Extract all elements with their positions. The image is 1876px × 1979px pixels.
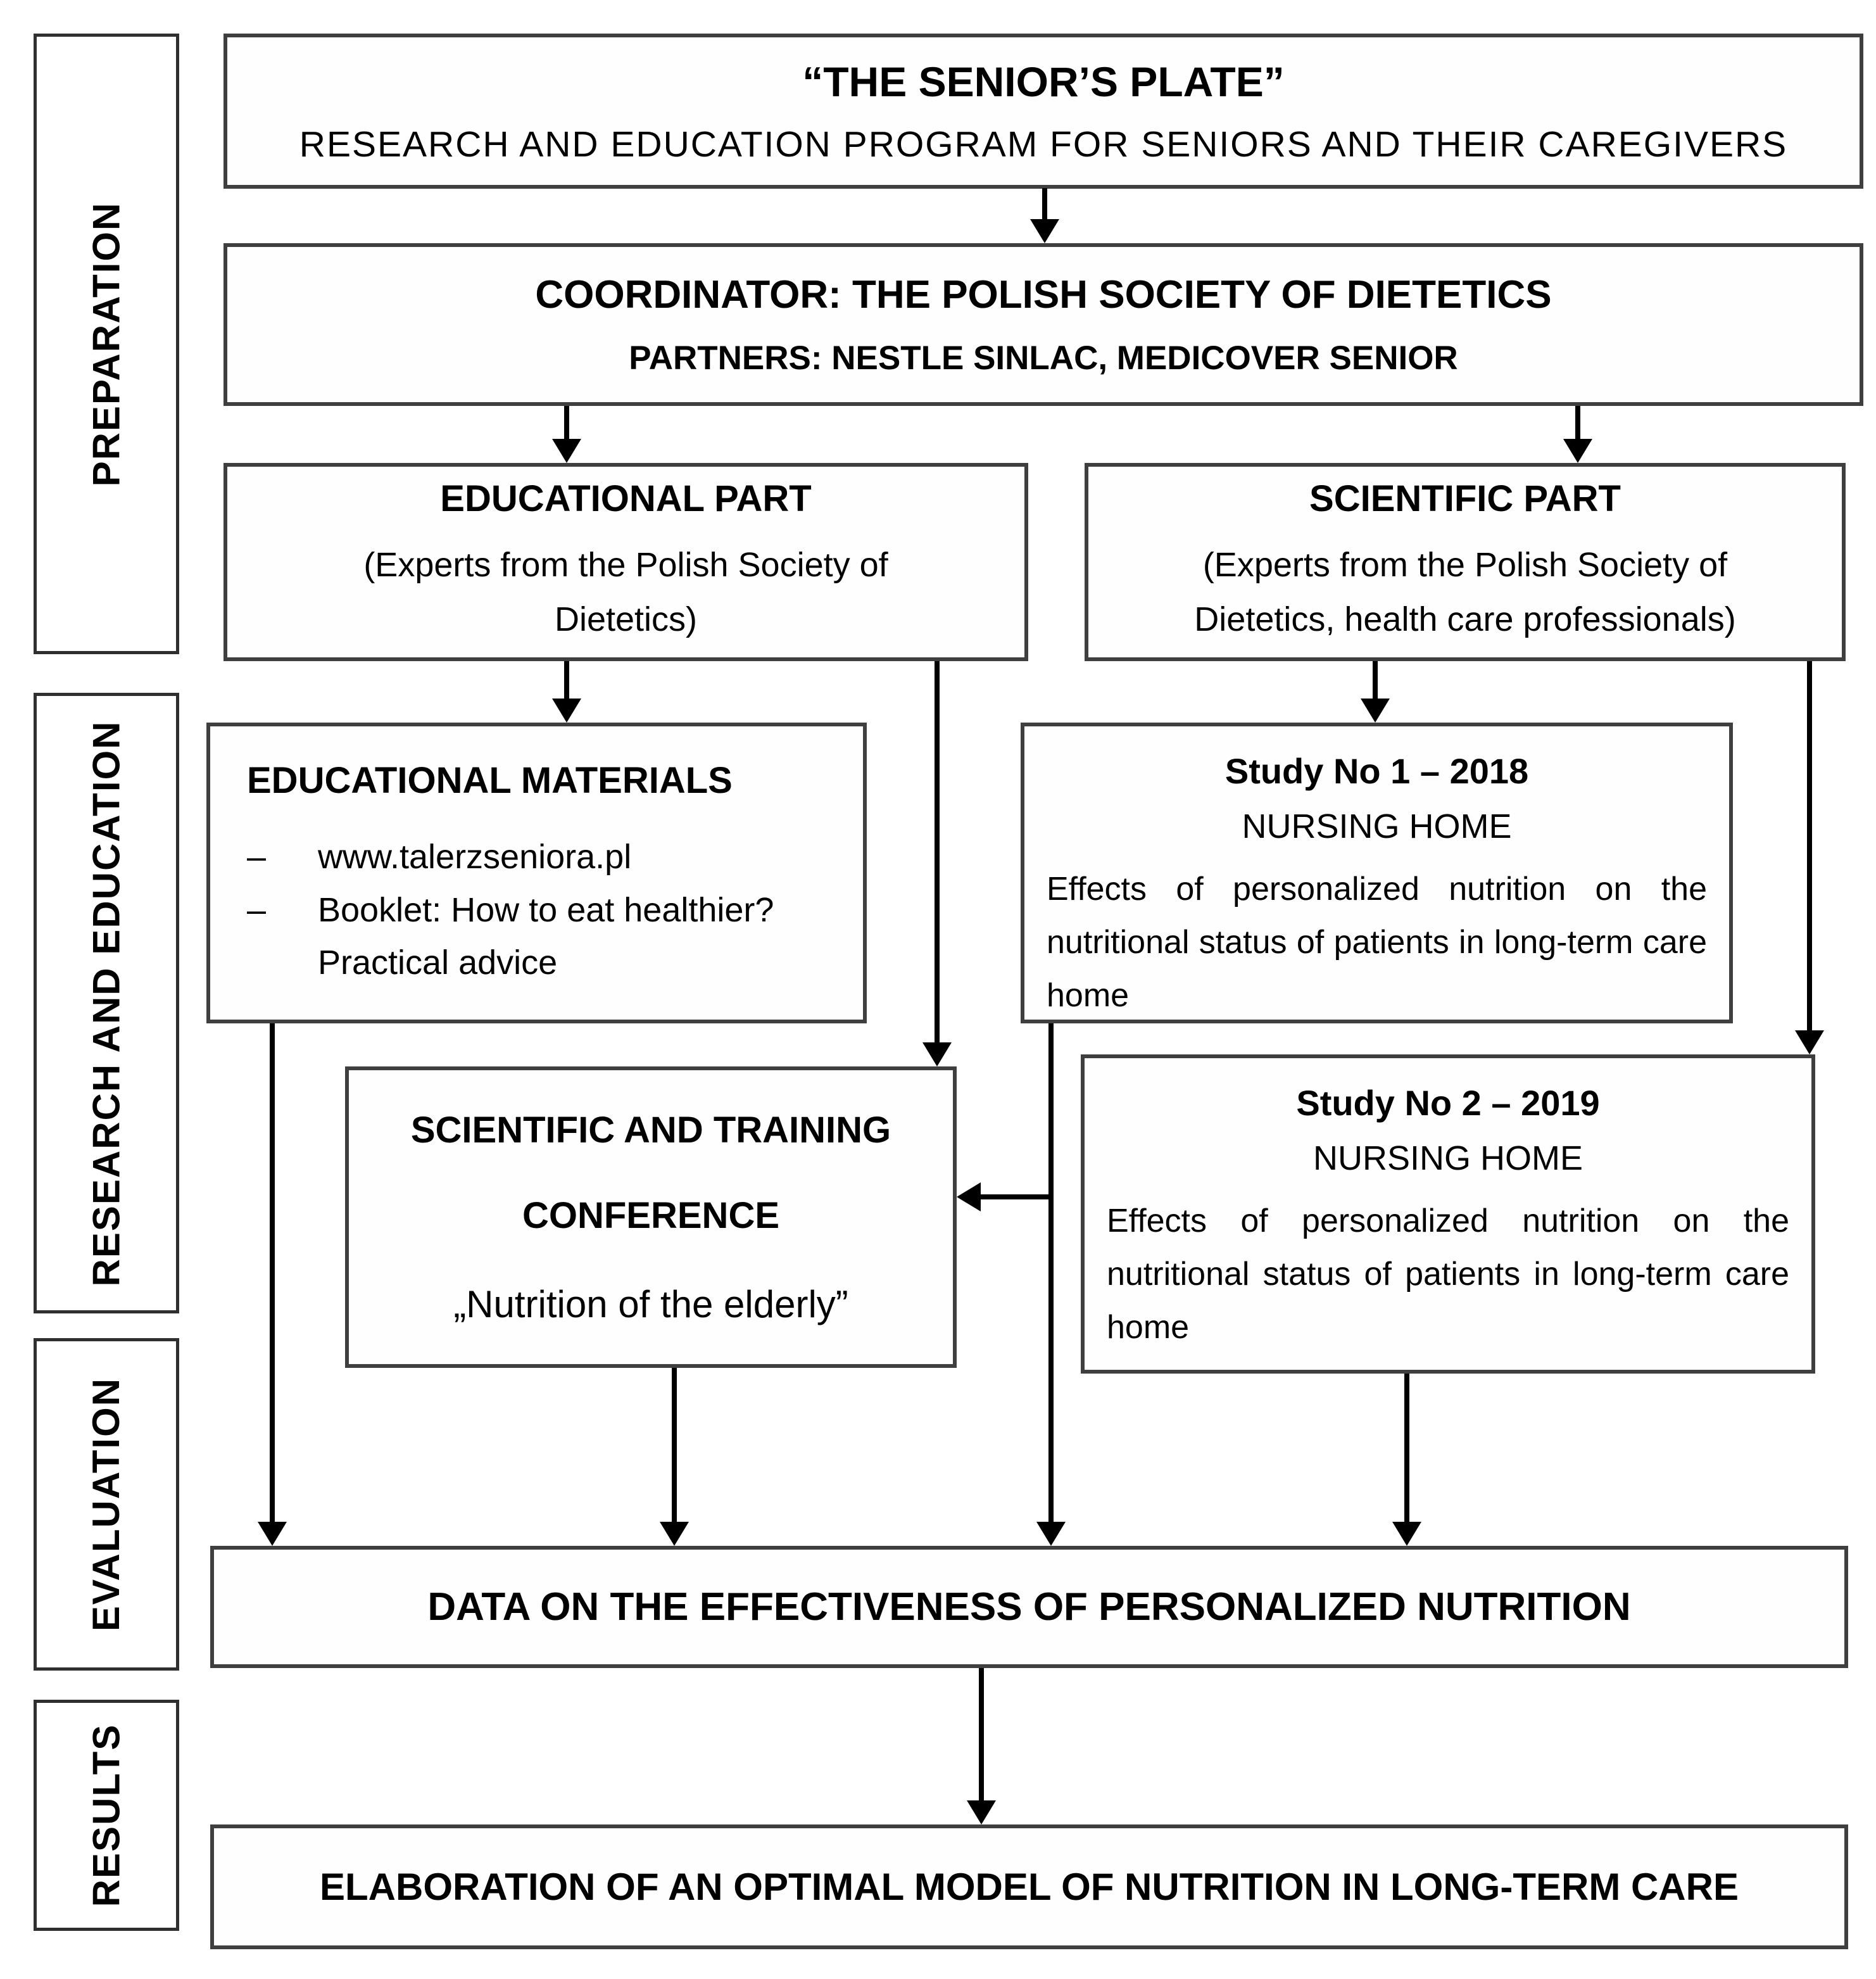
elaboration-label: ELABORATION OF AN OPTIMAL MODEL OF NUTRI…: [319, 1866, 1739, 1908]
study-1-box: Study No 1 – 2018 NURSING HOME Effects o…: [1021, 723, 1733, 1023]
stage-label-preparation: PREPARATION: [85, 201, 128, 486]
sidebar-stage-evaluation: EVALUATION: [34, 1338, 179, 1671]
arrow-scientific-to-study2-head: [1795, 1030, 1824, 1054]
conference-theme: „Nutrition of the elderly”: [453, 1282, 848, 1325]
sidebar-stage-preparation: PREPARATION: [34, 34, 179, 654]
arrow-study2-to-data-line: [1404, 1374, 1409, 1523]
study-2-box: Study No 2 – 2019 NURSING HOME Effects o…: [1081, 1054, 1815, 1374]
arrow-study1-to-conference-line: [981, 1194, 1052, 1199]
study-2-location: NURSING HOME: [1313, 1139, 1583, 1177]
study-1-location: NURSING HOME: [1242, 807, 1512, 845]
educational-part-box: EDUCATIONAL PART (Experts from the Polis…: [223, 463, 1028, 661]
educational-part-subtitle: (Experts from the Polish Society of Diet…: [363, 545, 888, 638]
study-1-description: Effects of personalized nutrition on the…: [1047, 871, 1707, 1015]
arrow-coordinator-to-educational-line: [564, 406, 569, 441]
data-effectiveness-label: DATA ON THE EFFECTIVENESS OF PERSONALIZE…: [427, 1585, 1631, 1629]
arrow-study1-to-data-head: [1036, 1522, 1066, 1546]
arrow-educational-to-materials-head: [552, 699, 581, 723]
arrow-coordinator-to-scientific-head: [1563, 439, 1592, 463]
stage-label-results: RESULTS: [85, 1723, 128, 1907]
scientific-part-subtitle: (Experts from the Polish Society of Diet…: [1194, 545, 1736, 638]
stage-label-evaluation: EVALUATION: [85, 1377, 128, 1632]
elaboration-box: ELABORATION OF AN OPTIMAL MODEL OF NUTRI…: [210, 1824, 1848, 1949]
educational-materials-box: EDUCATIONAL MATERIALS – www.talerzsenior…: [206, 723, 867, 1023]
arrow-title-to-coordinator-head: [1030, 219, 1059, 243]
arrow-scientific-to-study2-line: [1807, 661, 1812, 1033]
conference-title-line2: CONFERENCE: [522, 1194, 780, 1236]
coordinator-line: COORDINATOR: THE POLISH SOCIETY OF DIETE…: [535, 272, 1552, 317]
conference-box: SCIENTIFIC AND TRAINING CONFERENCE „Nutr…: [345, 1066, 957, 1368]
arrow-study2-to-data-head: [1392, 1522, 1421, 1546]
arrow-educational-to-conference-head: [922, 1042, 952, 1066]
study-2-title: Study No 2 – 2019: [1296, 1083, 1600, 1123]
bullet-text-booklet: Booklet: How to eat healthier? Practical…: [318, 890, 774, 982]
arrow-materials-to-data-head: [258, 1522, 287, 1546]
arrow-coordinator-to-educational-head: [552, 439, 581, 463]
conference-title-line1: SCIENTIFIC AND TRAINING: [410, 1109, 891, 1151]
arrow-title-to-coordinator-line: [1042, 188, 1047, 222]
scientific-part-box: SCIENTIFIC PART (Experts from the Polish…: [1085, 463, 1846, 661]
program-title: “THE SENIOR’S PLATE”: [802, 58, 1285, 105]
stage-label-research-and-education: RESEARCH AND EDUCATION: [85, 719, 128, 1287]
sidebar-stage-research-and-education: RESEARCH AND EDUCATION: [34, 693, 179, 1313]
arrow-scientific-to-study1-head: [1361, 699, 1390, 723]
bullet-dash: –: [247, 838, 267, 876]
study-2-description: Effects of personalized nutrition on the…: [1107, 1203, 1789, 1346]
partners-line: PARTNERS: NESTLE SINLAC, MEDICOVER SENIO…: [629, 339, 1458, 377]
educational-part-title: EDUCATIONAL PART: [440, 477, 812, 519]
bullet-item-website: – www.talerzseniora.pl: [247, 831, 631, 884]
program-subtitle: RESEARCH AND EDUCATION PROGRAM FOR SENIO…: [299, 123, 1788, 165]
data-effectiveness-box: DATA ON THE EFFECTIVENESS OF PERSONALIZE…: [210, 1546, 1848, 1668]
arrow-educational-to-conference-line: [935, 661, 940, 1045]
arrow-conference-to-data-line: [672, 1368, 677, 1523]
arrow-data-to-elaboration-line: [979, 1668, 984, 1802]
coordinator-box: COORDINATOR: THE POLISH SOCIETY OF DIETE…: [223, 243, 1863, 406]
program-title-box: “THE SENIOR’S PLATE” RESEARCH AND EDUCAT…: [223, 34, 1863, 189]
arrow-materials-to-data-line: [270, 1023, 275, 1523]
bullet-dash: –: [247, 890, 267, 929]
study-1-title: Study No 1 – 2018: [1224, 751, 1529, 791]
arrow-study1-to-conference-head: [957, 1182, 981, 1211]
bullet-text-website: www.talerzseniora.pl: [318, 838, 632, 876]
bullet-item-booklet: – Booklet: How to eat healthier? Practic…: [247, 884, 818, 990]
arrow-study1-to-data-line: [1048, 1023, 1054, 1523]
arrow-educational-to-materials-line: [564, 661, 569, 701]
sidebar-stage-results: RESULTS: [34, 1700, 179, 1931]
arrow-data-to-elaboration-head: [967, 1800, 996, 1824]
arrow-conference-to-data-head: [660, 1522, 689, 1546]
scientific-part-title: SCIENTIFIC PART: [1309, 477, 1621, 519]
educational-materials-title: EDUCATIONAL MATERIALS: [247, 760, 733, 801]
arrow-scientific-to-study1-line: [1373, 661, 1378, 701]
arrow-coordinator-to-scientific-line: [1575, 406, 1580, 441]
